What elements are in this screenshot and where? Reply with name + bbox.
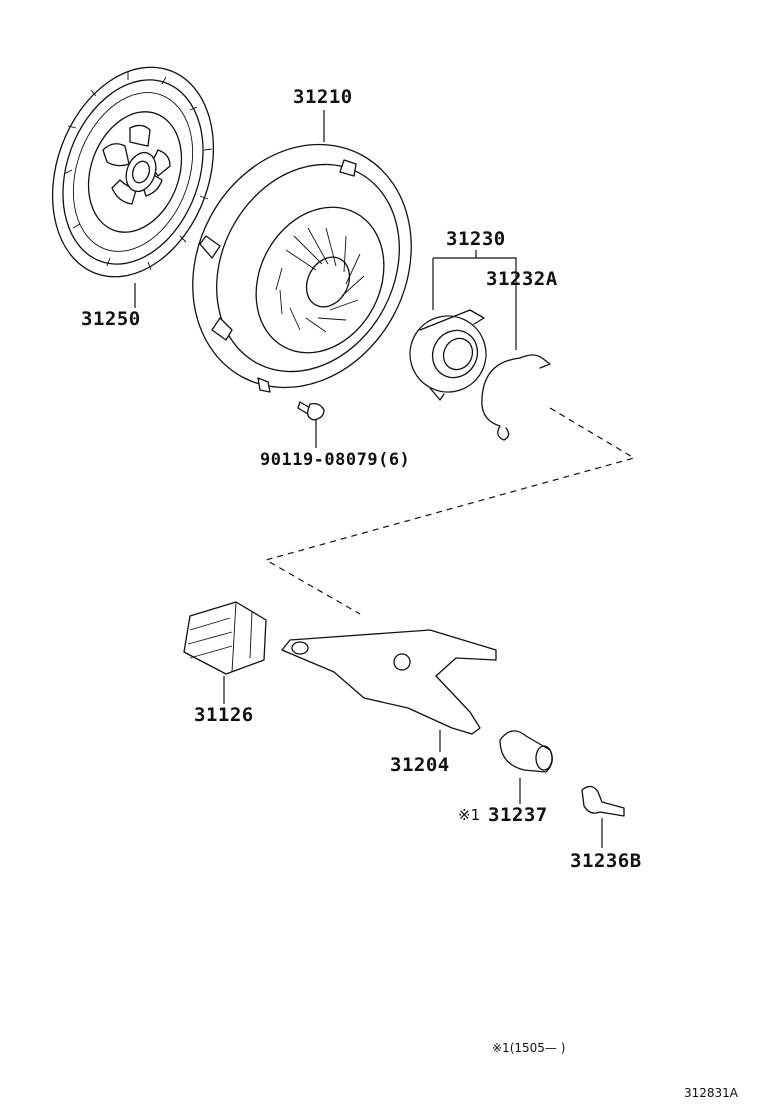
cover-bolt-drawing xyxy=(297,401,325,421)
part-label-clutch-disc: 31250 xyxy=(81,308,141,330)
clutch-disc-drawing xyxy=(51,66,215,278)
part-label-fork-boot: 31126 xyxy=(194,704,254,726)
footnote: ※1(1505— ) xyxy=(492,1041,565,1055)
part-label-cover-bolt: 90119-08079(6) xyxy=(260,450,411,470)
part-label-pivot-bolt: 31236B xyxy=(570,850,642,872)
footnote-text: (1505— ) xyxy=(509,1041,566,1055)
clutch-cover-drawing xyxy=(192,143,412,393)
footnote-mark: ※1 xyxy=(492,1041,510,1055)
part-label-fork-support: 31237 xyxy=(488,804,548,826)
pivot-bolt-drawing xyxy=(581,785,625,817)
fork-support-drawing xyxy=(499,730,553,773)
release-bearing-drawing xyxy=(409,309,487,401)
bearing-clip-drawing xyxy=(481,354,551,441)
part-label-release-fork: 31204 xyxy=(390,754,450,776)
release-fork-drawing xyxy=(281,629,497,735)
part-label-bearing-clip: 31232A xyxy=(486,268,558,290)
fork-support-note-mark: ※1 xyxy=(458,806,481,824)
diagram-code: 312831A xyxy=(684,1086,739,1100)
part-label-release-bearing: 31230 xyxy=(446,228,506,250)
leader-lines xyxy=(134,110,636,848)
fork-boot-drawing xyxy=(183,601,267,675)
part-label-clutch-cover: 31210 xyxy=(293,86,353,108)
